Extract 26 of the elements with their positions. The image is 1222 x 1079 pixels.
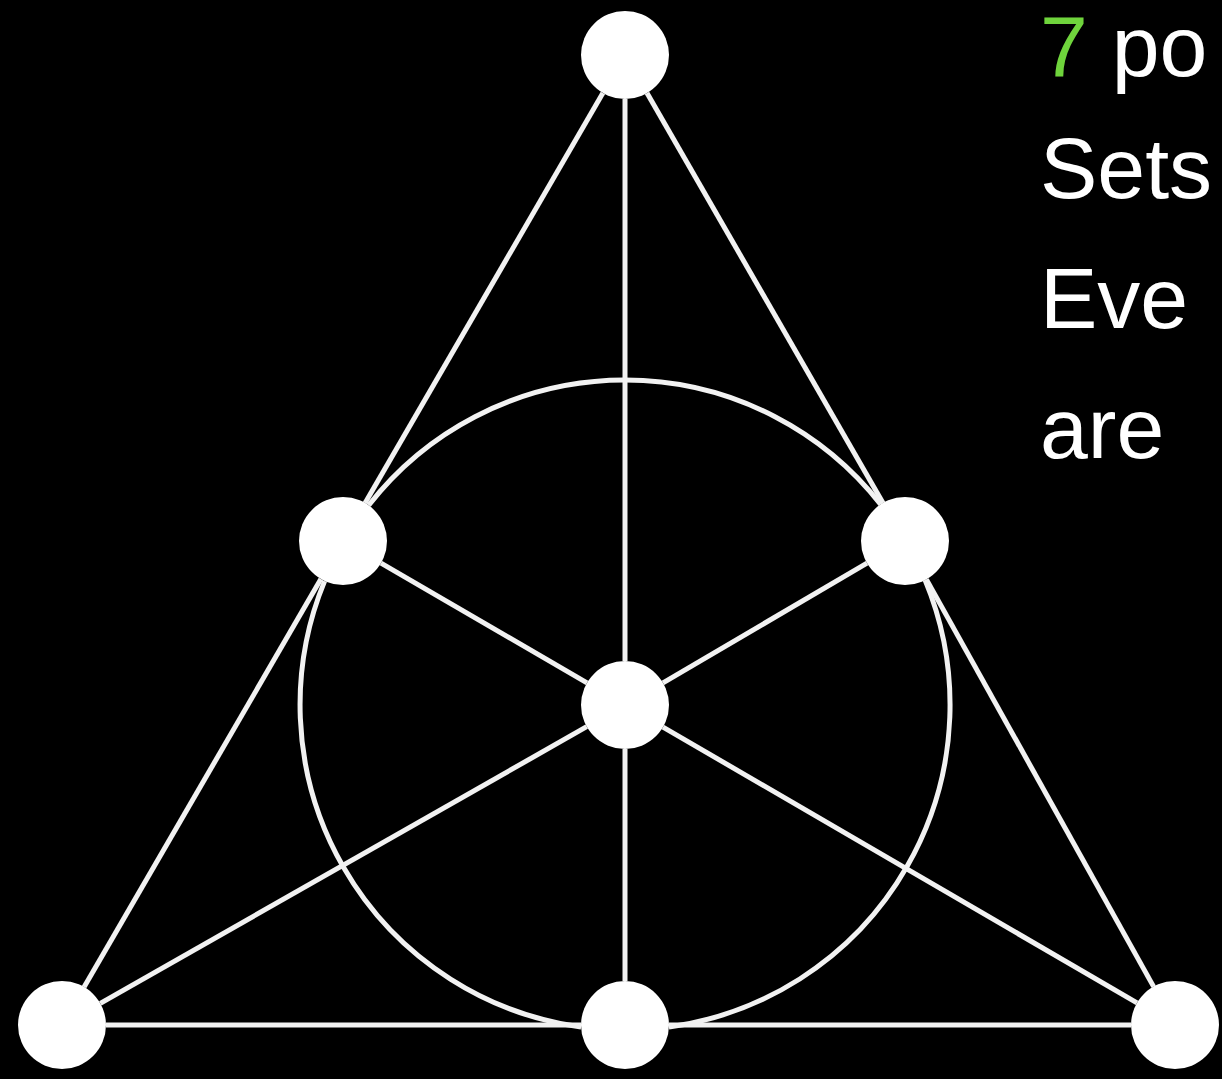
straight-line <box>379 560 589 686</box>
circle-arc <box>668 579 953 1030</box>
text-line: 7 po <box>1040 0 1208 96</box>
straight-line <box>99 724 588 1006</box>
text-line: Eve <box>1040 249 1189 348</box>
straight-line <box>669 1022 1131 1028</box>
point-dot <box>581 661 669 749</box>
point-dot <box>299 497 387 585</box>
point-dot <box>18 981 106 1069</box>
straight-line <box>106 1022 581 1028</box>
straight-line <box>924 578 1156 988</box>
point-dot <box>581 981 669 1069</box>
point-dot <box>1131 981 1219 1069</box>
circle-arc <box>366 377 883 507</box>
text-line: are <box>1040 379 1165 478</box>
straight-line <box>661 561 869 685</box>
straight-line <box>362 91 606 505</box>
straight-line <box>622 99 628 661</box>
straight-line <box>622 749 628 981</box>
straight-line <box>81 577 324 989</box>
text-line: Sets <box>1040 119 1213 218</box>
point-dot <box>581 11 669 99</box>
circle-arc <box>297 580 582 1030</box>
straight-line <box>661 724 1139 1006</box>
straight-line <box>644 91 886 505</box>
point-dot <box>861 497 949 585</box>
